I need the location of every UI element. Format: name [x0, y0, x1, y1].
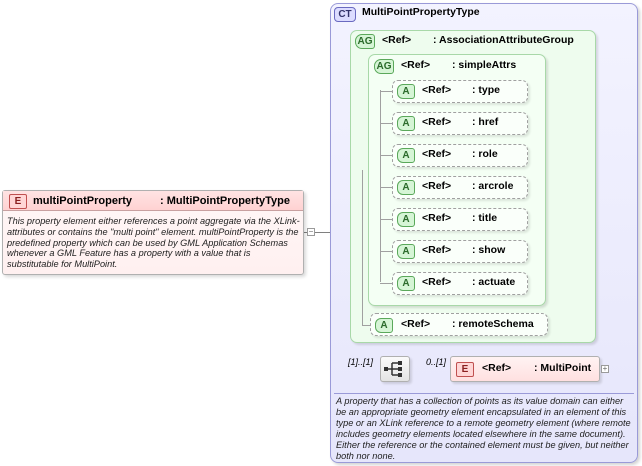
attribute-connector [380, 91, 392, 92]
ref-element-multipoint[interactable] [450, 356, 600, 382]
attribute-ref: <Ref> [422, 148, 452, 160]
attribute-tag-icon: A [397, 244, 415, 259]
attribute-role[interactable] [392, 144, 528, 167]
attribute-title[interactable] [392, 208, 528, 231]
remoteschema-name: : remoteSchema [452, 318, 534, 330]
attribute-tag-icon: A [397, 180, 415, 195]
element-tag-icon: E [9, 194, 27, 209]
attribute-name: : arcrole [472, 180, 514, 192]
attribute-actuate[interactable] [392, 272, 528, 295]
attribute-name: : type [472, 84, 501, 96]
remoteschema-ref: <Ref> [401, 318, 431, 330]
complex-type-name: MultiPointPropertyType [362, 6, 480, 18]
attribute-group-inner-name: : simpleAttrs [452, 59, 517, 71]
attribute-name: : actuate [472, 276, 516, 288]
attribute-connector [380, 123, 392, 124]
attribute-href[interactable] [392, 112, 528, 135]
attribute-connector [380, 187, 392, 188]
attribute-connector [380, 251, 392, 252]
sequence-icon [384, 361, 402, 377]
attribute-tag-icon: A [397, 276, 415, 291]
ag-outer-trunk [362, 170, 363, 325]
expand-ref-icon[interactable]: + [601, 364, 609, 373]
attribute-connector [380, 219, 392, 220]
attribute-name: : title [472, 212, 498, 224]
attribute-remoteschema[interactable] [370, 313, 548, 336]
attribute-ref: <Ref> [422, 180, 452, 192]
attribute-name: : href [472, 116, 499, 128]
attribute-tag-icon: A [397, 116, 415, 131]
attribute-group-name: : AssociationAttributeGroup [433, 34, 574, 46]
element-documentation: This property element either references … [7, 216, 300, 270]
collapse-toggle-icon[interactable]: − [307, 227, 315, 236]
attribute-ref: <Ref> [422, 84, 452, 96]
attribute-arcrole[interactable] [392, 176, 528, 199]
attribute-ref: <Ref> [422, 212, 452, 224]
remoteschema-tag-icon: A [375, 318, 393, 333]
element-name: multiPointProperty [33, 195, 133, 207]
attribute-ref: <Ref> [422, 244, 452, 256]
attribute-name: : show [472, 244, 506, 256]
attribute-ref: <Ref> [422, 276, 452, 288]
attribute-ref: <Ref> [422, 116, 452, 128]
attribute-show[interactable] [392, 240, 528, 263]
ref-element-ref: <Ref> [482, 362, 512, 374]
attribute-name: : role [472, 148, 498, 160]
ref-element-multiplicity: 0..[1] [426, 357, 447, 367]
complex-type-documentation: A property that has a collection of poin… [336, 396, 631, 461]
attribute-connector [380, 155, 392, 156]
complex-type-separator [334, 393, 634, 394]
attribute-group-inner-tag-icon: AG [374, 59, 394, 74]
attribute-tag-icon: A [397, 212, 415, 227]
sequence-multiplicity: [1]..[1] [348, 357, 374, 367]
connector-element-to-type [304, 232, 330, 233]
sequence-compositor[interactable] [380, 356, 410, 382]
element-type: : MultiPointPropertyType [160, 195, 290, 207]
attr-trunk [380, 90, 381, 282]
ref-element-name: : MultiPoint [534, 362, 592, 374]
element-title-band [3, 191, 303, 211]
attribute-connector [380, 283, 392, 284]
attribute-group-tag-icon: AG [355, 34, 375, 49]
attribute-tag-icon: A [397, 84, 415, 99]
attribute-group-ref: <Ref> [382, 34, 412, 46]
ref-element-tag-icon: E [456, 362, 474, 377]
attribute-type[interactable] [392, 80, 528, 103]
complex-type-tag-icon: CT [334, 7, 356, 22]
attribute-group-inner-ref: <Ref> [401, 59, 431, 71]
attribute-tag-icon: A [397, 148, 415, 163]
remote-schema-connector [362, 325, 370, 326]
